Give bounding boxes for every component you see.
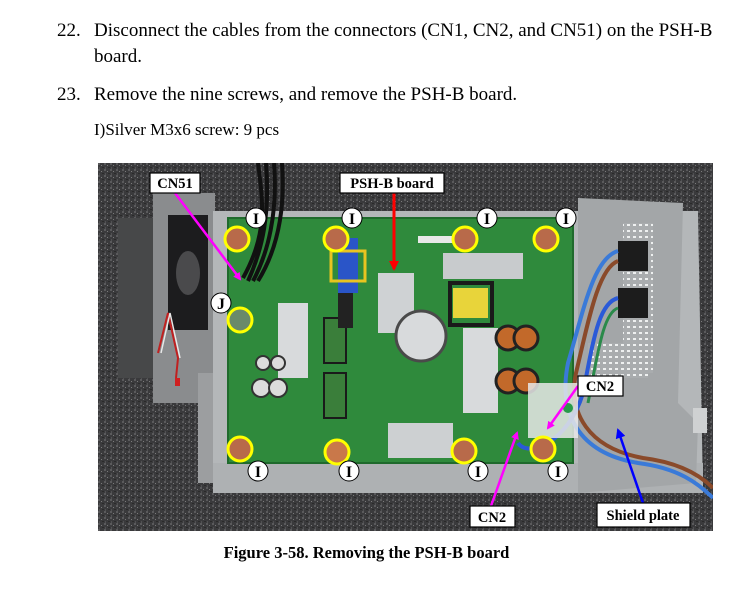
callout-cn2-bottom: CN2 [469, 505, 516, 528]
svg-text:I: I [563, 211, 569, 228]
callout-cn2-right: CN2 [577, 375, 624, 397]
marker-bottom-1: I [247, 460, 269, 482]
screw-j [226, 306, 254, 334]
svg-text:Shield plate: Shield plate [607, 508, 680, 524]
screw-circles [223, 225, 560, 466]
marker-j: J [210, 292, 232, 314]
screw-top-1 [223, 225, 251, 253]
svg-text:CN51: CN51 [157, 176, 192, 192]
svg-text:PSH-B board: PSH-B board [350, 176, 433, 192]
callout-cn51: CN51 [149, 172, 201, 194]
fan-assembly [118, 193, 223, 483]
svg-text:I: I [255, 464, 261, 481]
marker-bottom-3: I [467, 460, 489, 482]
shield-plate-arrow [615, 428, 645, 504]
marker-top-1: I [245, 207, 267, 229]
svg-text:I: I [475, 464, 481, 481]
screw-note: I)Silver M3x6 screw: 9 pcs [94, 120, 280, 139]
screw-bottom-3 [450, 437, 478, 465]
cn51-arrow [174, 192, 242, 281]
svg-text:J: J [217, 296, 225, 313]
svg-text:CN2: CN2 [478, 510, 506, 526]
step-number: 22. [57, 20, 81, 41]
svg-text:I: I [346, 464, 352, 481]
step-number: 23. [57, 84, 81, 105]
screw-bottom-4 [529, 435, 557, 463]
step-text: Disconnect the cables from the connector… [94, 20, 713, 41]
svg-text:CN2: CN2 [586, 379, 614, 395]
callout-psh-b-board: PSH-B board [339, 172, 445, 194]
marker-bottom-2: I [338, 460, 360, 482]
screw-bottom-2 [323, 438, 351, 466]
svg-text:I: I [349, 211, 355, 228]
ac-cables [516, 241, 713, 500]
marker-top-3: I [476, 207, 498, 229]
cn2-bottom-arrow [489, 431, 519, 507]
screw-top-2 [322, 225, 350, 253]
screw-top-3 [451, 225, 479, 253]
cn2-right-arrow [546, 385, 580, 430]
screw-bottom-1 [226, 435, 254, 463]
svg-text:I: I [484, 211, 490, 228]
marker-top-2: I [341, 207, 363, 229]
screw-markers: I I I I J I I I I [210, 207, 577, 482]
step-text: Remove the nine screws, and remove the P… [94, 84, 518, 105]
figure-photo: I I I I J I I I I CN51 PSH-B board CN2 C… [98, 163, 713, 531]
screw-top-4 [532, 225, 560, 253]
step-22-continuation: board. [94, 46, 143, 67]
callout-shield-plate: Shield plate [596, 502, 691, 528]
svg-text:I: I [555, 464, 561, 481]
svg-text:I: I [253, 211, 259, 228]
marker-top-4: I [555, 207, 577, 229]
marker-bottom-4: I [547, 460, 569, 482]
figure-caption: Figure 3-58. Removing the PSH-B board [223, 543, 510, 562]
psh-b-board [227, 217, 574, 464]
